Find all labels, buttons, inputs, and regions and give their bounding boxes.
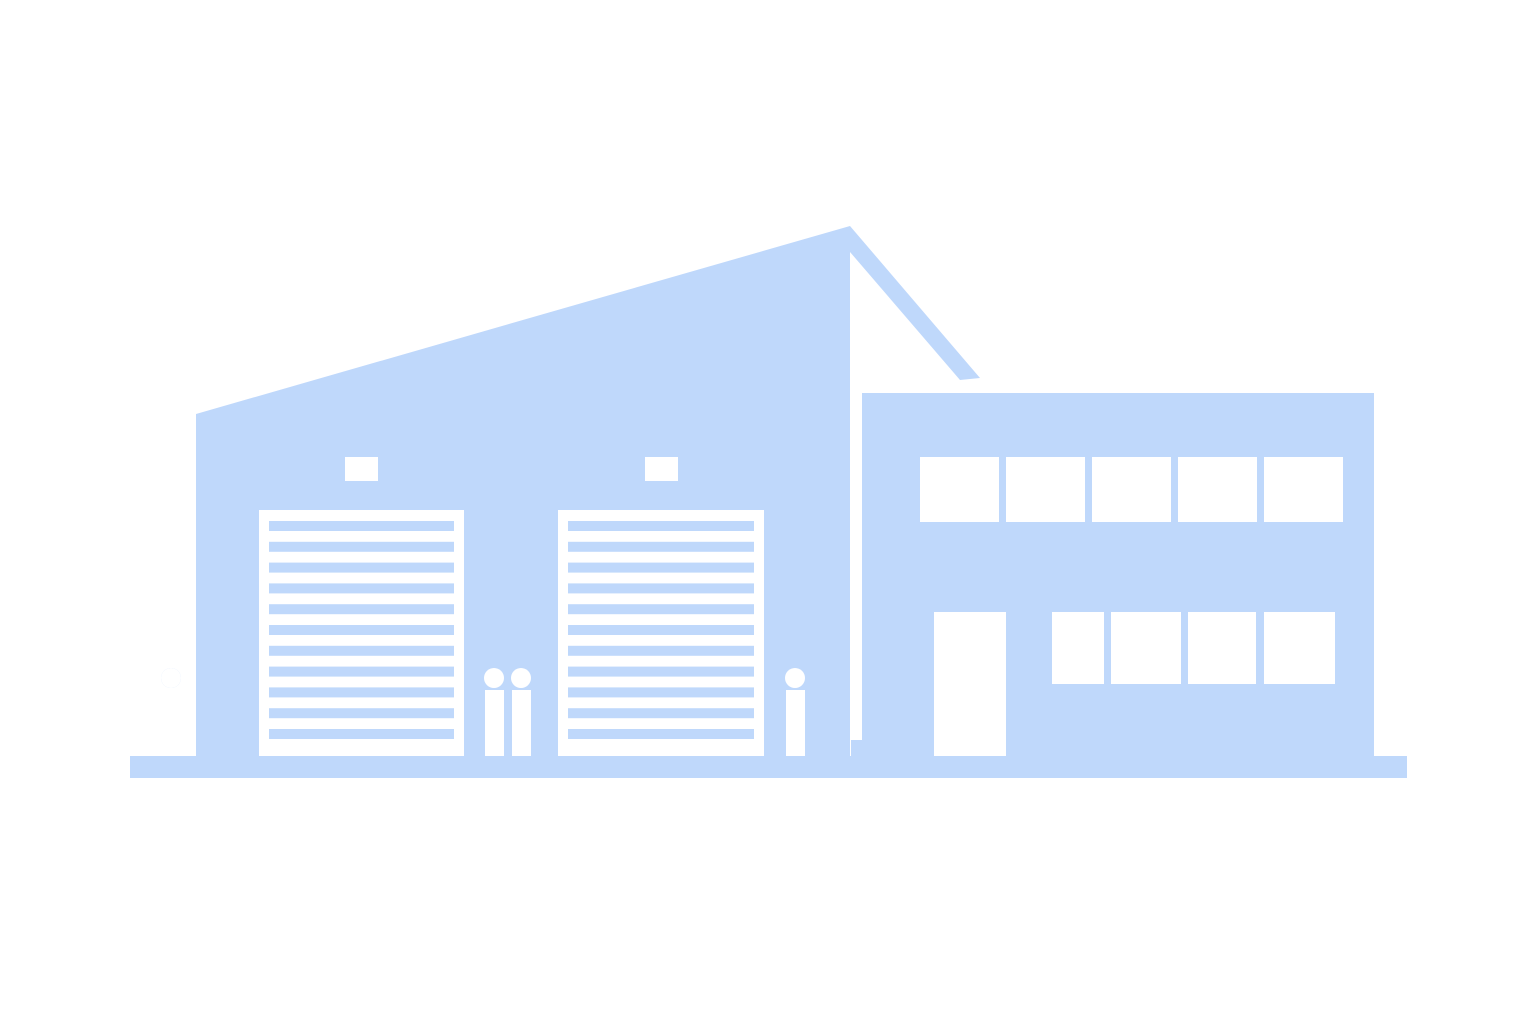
roll-up-door — [259, 510, 464, 756]
door-slat — [568, 625, 754, 635]
door-slat — [269, 666, 454, 677]
office-window — [1111, 612, 1181, 684]
door-slat — [568, 562, 754, 573]
door-slat — [269, 521, 454, 531]
door-slat — [568, 521, 754, 531]
roll-up-door — [558, 510, 764, 756]
door-slat — [568, 541, 754, 552]
vent-window — [345, 457, 378, 481]
divider-wall — [851, 740, 862, 756]
door-slat — [269, 645, 454, 656]
bollard-cutout — [161, 668, 181, 756]
office-window — [1188, 612, 1256, 684]
office-window — [1092, 457, 1171, 522]
door-slat — [568, 666, 754, 677]
door-slat — [269, 687, 454, 698]
door-slat — [568, 604, 754, 615]
office-window — [920, 457, 999, 522]
door-slat — [269, 708, 454, 719]
door-slat — [568, 708, 754, 719]
door-slat — [269, 625, 454, 635]
vent-window — [645, 457, 678, 481]
door-slat — [269, 562, 454, 573]
door-slat — [269, 604, 454, 615]
office-window — [1006, 457, 1085, 522]
door-slat — [568, 729, 754, 739]
door-slat — [269, 729, 454, 739]
office-entrance-door — [934, 612, 1006, 756]
ground-strip — [130, 756, 1407, 778]
door-slat — [269, 583, 454, 594]
door-slat — [568, 583, 754, 594]
bollard — [484, 668, 504, 756]
office-window — [1264, 457, 1343, 522]
office-lower-windows — [1052, 612, 1335, 684]
office-upper-windows — [920, 457, 1343, 522]
bollard — [511, 668, 531, 756]
door-slat — [568, 645, 754, 656]
office-window — [1264, 612, 1335, 684]
roof-extension — [850, 226, 980, 380]
office-window — [1052, 612, 1104, 684]
door-slat — [269, 541, 454, 552]
bollard — [785, 668, 805, 756]
office-window — [1178, 457, 1257, 522]
door-slat — [568, 687, 754, 698]
